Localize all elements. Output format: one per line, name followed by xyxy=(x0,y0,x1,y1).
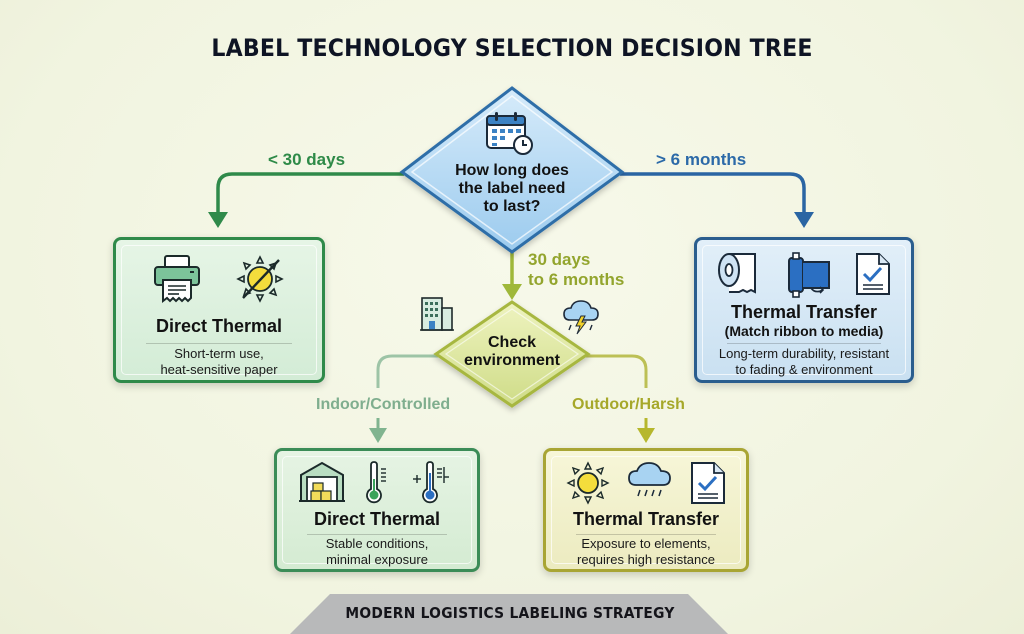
env-question-line-1: Check xyxy=(487,334,537,351)
sun-icon xyxy=(566,461,610,505)
environment-decision-question: Check environment xyxy=(452,334,572,369)
card-subtitle: (Match ribbon to media) xyxy=(724,323,884,339)
edge-label-long: > 6 months xyxy=(656,150,747,169)
desc-line-2: heat-sensitive paper xyxy=(160,362,278,378)
question-line-3: to last? xyxy=(483,197,541,215)
card-description: Long-term durability, resistant to fadin… xyxy=(697,346,911,379)
desc-line-1: Short-term use, xyxy=(174,346,264,361)
footer-banner-shape xyxy=(290,594,728,634)
thermometer-cold-icon xyxy=(413,461,449,504)
document-check-icon xyxy=(691,462,725,504)
calendar-clock-icon xyxy=(486,112,533,155)
ribbon-icon xyxy=(788,252,830,298)
desc-line-1: Stable conditions, xyxy=(325,536,429,551)
outcome-card-long-term: Thermal Transfer (Match ribbon to media)… xyxy=(694,237,914,383)
printer-icon xyxy=(154,255,200,303)
card-description: Short-term use, heat-sensitive paper xyxy=(116,346,322,379)
card-description: Stable conditions, minimal exposure xyxy=(277,536,477,569)
card-title: Thermal Transfer xyxy=(730,302,878,322)
storm-cloud-icon xyxy=(563,300,599,335)
label-roll-icon xyxy=(718,253,756,294)
desc-line-1: Exposure to elements, xyxy=(581,536,711,551)
desc-line-2: requires high resistance xyxy=(576,552,716,568)
env-question-line-2: environment xyxy=(463,351,560,369)
edge-label-medium-line-2: to 6 months xyxy=(528,270,625,290)
outcome-card-outdoor: Thermal Transfer Exposure to elements, r… xyxy=(543,448,749,572)
edge-label-outdoor: Outdoor/Harsh xyxy=(572,396,685,413)
card-title: Thermal Transfer xyxy=(572,509,720,529)
edge-label-medium: 30 days to 6 months xyxy=(528,250,624,291)
question-line-2: the label need xyxy=(458,179,566,197)
warehouse-icon xyxy=(299,461,345,502)
root-decision-diamond xyxy=(399,86,625,254)
document-check-icon xyxy=(856,253,890,295)
edge-indoor xyxy=(369,354,438,443)
desc-line-2: to fading & environment xyxy=(735,362,873,378)
outcome-card-indoor: Direct Thermal Stable conditions, minima… xyxy=(274,448,480,572)
footer-banner: MODERN LOGISTICS LABELING STRATEGY xyxy=(290,594,730,634)
outcome-card-short-term: Direct Thermal Short-term use, heat-sens… xyxy=(113,237,325,383)
edge-label-indoor: Indoor/Controlled xyxy=(316,396,451,413)
edge-label-medium-line-1: 30 days xyxy=(528,250,591,269)
edge-outdoor xyxy=(586,354,655,443)
desc-line-1: Long-term durability, resistant xyxy=(718,346,890,361)
no-sun-icon xyxy=(236,255,284,303)
question-line-1: How long does xyxy=(455,162,569,179)
edge-medium xyxy=(502,250,522,300)
root-decision-question: How long does the label need to last? xyxy=(432,162,592,216)
edge-short xyxy=(208,172,404,228)
thermometer-icon xyxy=(366,461,386,504)
page-title: LABEL TECHNOLOGY SELECTION DECISION TREE xyxy=(211,34,813,62)
card-title: Direct Thermal xyxy=(155,316,283,336)
edge-label-short: < 30 days xyxy=(268,150,346,169)
edge-long xyxy=(620,172,814,228)
footer-text: MODERN LOGISTICS LABELING STRATEGY xyxy=(345,604,675,622)
building-icon xyxy=(420,297,454,331)
card-title: Direct Thermal xyxy=(313,509,441,529)
card-description: Exposure to elements, requires high resi… xyxy=(546,536,746,569)
environment-decision-diamond xyxy=(433,300,591,408)
rain-cloud-icon xyxy=(628,462,671,497)
desc-line-2: minimal exposure xyxy=(326,552,428,568)
